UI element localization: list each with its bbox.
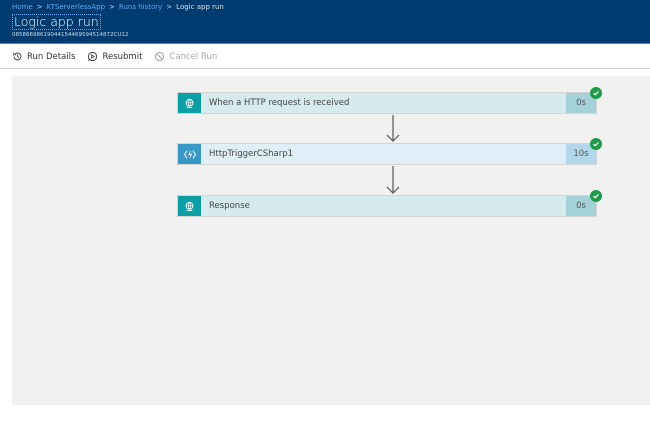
run-designer-canvas: When a HTTP request is received 0s HttpT… xyxy=(12,76,650,405)
resubmit-icon xyxy=(88,51,98,62)
step-label: HttpTriggerCSharp1 xyxy=(209,149,293,159)
breadcrumb: Home > KTServerlessApp > Runs history > … xyxy=(12,3,224,11)
breadcrumb-ktserverlessapp[interactable]: KTServerlessApp xyxy=(46,3,106,11)
toolbar: Run Details Resubmit Cancel Run xyxy=(0,45,650,69)
breadcrumb-runs-history[interactable]: Runs history xyxy=(118,3,163,11)
page-title: Logic app run xyxy=(12,14,101,30)
blade-header: Home > KTServerlessApp > Runs history > … xyxy=(0,0,650,44)
step-label: Response xyxy=(209,201,250,211)
cancel-run-button[interactable]: Cancel Run xyxy=(154,51,217,62)
step-card-httptriggercsharp1[interactable]: HttpTriggerCSharp1 10s xyxy=(177,138,602,165)
globe-request-icon xyxy=(178,93,201,113)
globe-response-icon xyxy=(178,196,201,216)
step-duration: 0s xyxy=(566,196,596,216)
azure-function-icon xyxy=(178,144,201,164)
step-label: When a HTTP request is received xyxy=(209,98,350,108)
cancel-icon xyxy=(155,51,165,62)
breadcrumb-separator: > xyxy=(36,3,43,11)
breadcrumb-separator: > xyxy=(166,3,173,11)
success-check-icon xyxy=(590,138,602,150)
cancel-run-label: Cancel Run xyxy=(169,51,218,62)
resubmit-button[interactable]: Resubmit xyxy=(87,51,142,62)
run-details-label: Run Details xyxy=(27,51,76,62)
step-duration: 0s xyxy=(566,93,596,113)
success-check-icon xyxy=(590,190,602,202)
flow-arrow-icon xyxy=(386,115,400,142)
breadcrumb-home[interactable]: Home xyxy=(12,3,33,11)
step-card-response[interactable]: Response 0s xyxy=(177,190,602,217)
history-icon xyxy=(13,52,22,61)
flow-arrow-icon xyxy=(386,166,400,194)
breadcrumb-separator: > xyxy=(109,3,115,11)
run-details-button[interactable]: Run Details xyxy=(12,51,75,62)
success-check-icon xyxy=(590,87,602,99)
step-duration: 10s xyxy=(566,144,596,164)
resubmit-label: Resubmit xyxy=(102,51,143,62)
run-id: 08586698619044154469594514872CU12 xyxy=(12,32,129,38)
breadcrumb-current: Logic app run xyxy=(176,3,224,11)
step-card-http-request[interactable]: When a HTTP request is received 0s xyxy=(177,87,602,114)
